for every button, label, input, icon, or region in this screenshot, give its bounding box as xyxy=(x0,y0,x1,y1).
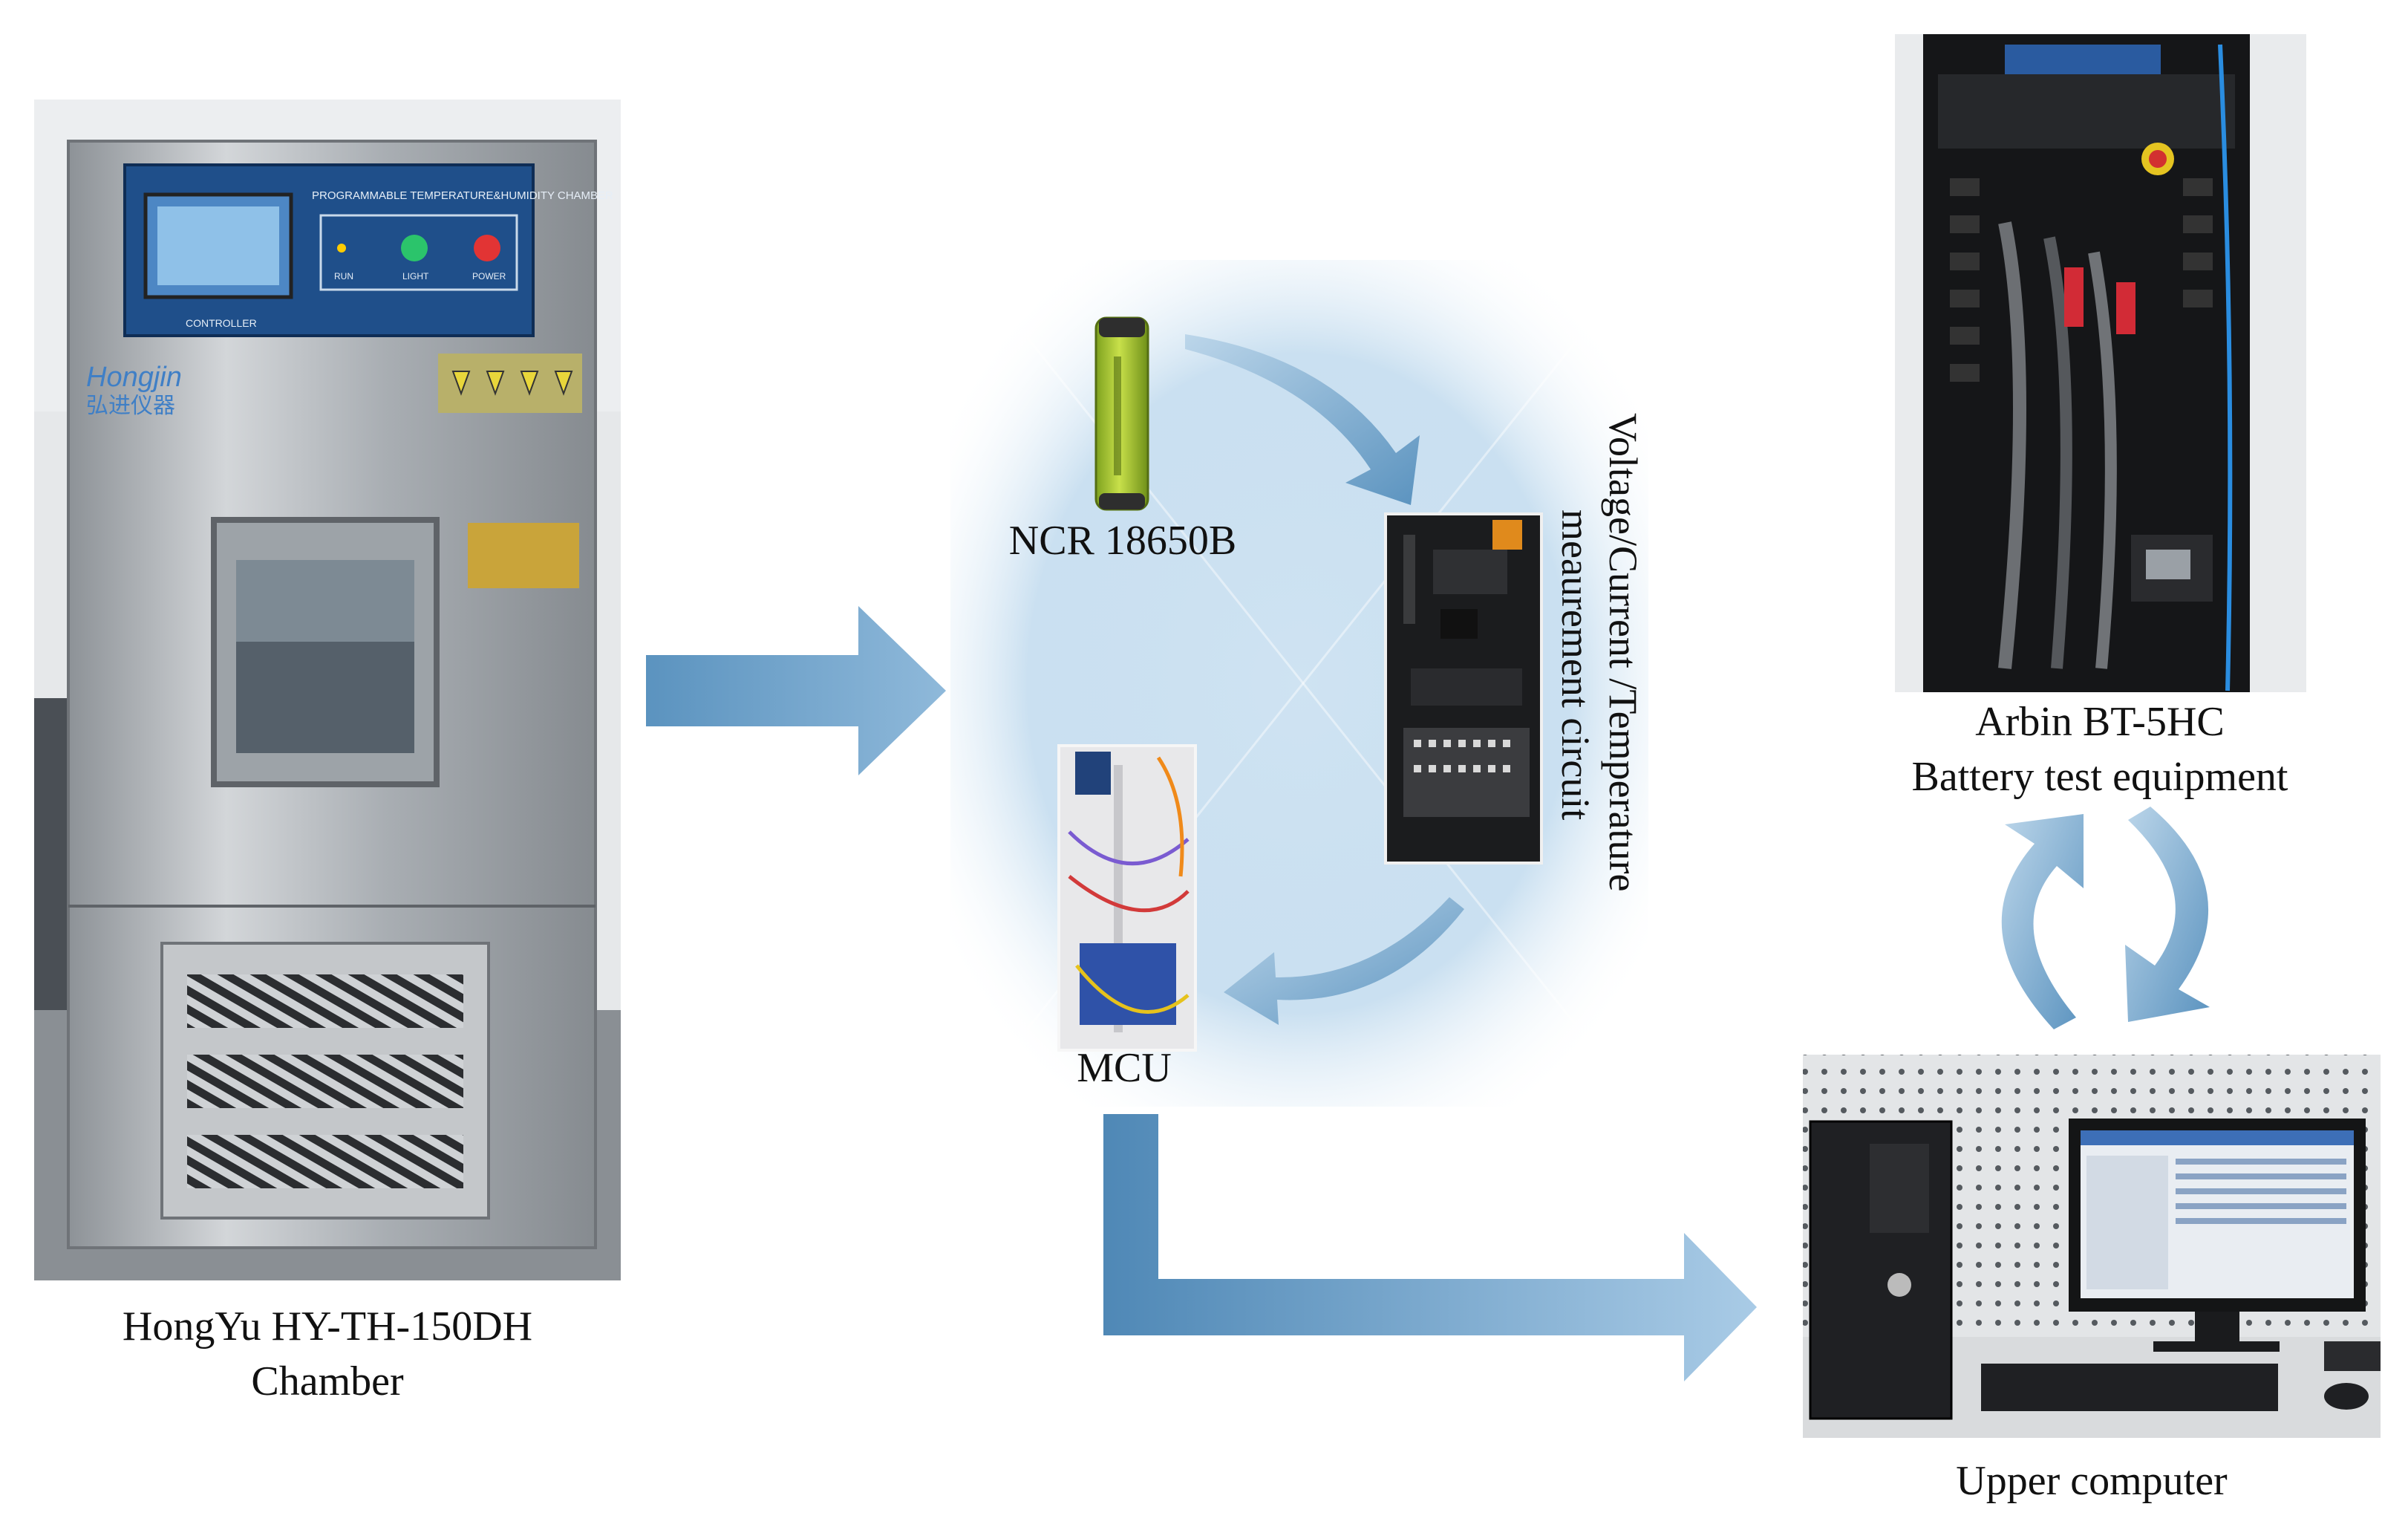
chamber-brand-logo: Hongjin xyxy=(86,362,182,393)
chamber-nameplate xyxy=(468,523,579,588)
run-indicator xyxy=(337,244,346,253)
arrow-battery-to-circuit xyxy=(1185,334,1420,505)
arrow-chamber-to-center xyxy=(646,606,946,775)
battery-18650 xyxy=(1094,316,1149,511)
chamber-panel-btn-run: RUN xyxy=(334,271,353,281)
chamber-panel-btn-light: LIGHT xyxy=(402,271,429,281)
chamber-photo: PROGRAMMABLE TEMPERATURE&HUMIDITY CHAMBE… xyxy=(34,100,621,1280)
battery-label: NCR 18650B xyxy=(1009,518,1237,564)
bidirectional-exchange-arrows xyxy=(2001,807,2210,1029)
arrow-tester-to-computer xyxy=(2125,807,2210,1022)
arrow-circuit-to-mcu xyxy=(1224,897,1464,1025)
circuit-label-line1: Voltage/Current /Temperature xyxy=(1601,413,1645,892)
upper-computer-photo xyxy=(1803,1055,2381,1438)
light-button xyxy=(401,235,428,261)
pc-mouse xyxy=(2324,1383,2369,1410)
mcu-board xyxy=(1057,744,1197,1052)
warning-stickers xyxy=(438,354,582,413)
pc-keyboard xyxy=(1981,1364,2278,1411)
arbin-tester-photo xyxy=(1895,34,2306,692)
computer-label: Upper computer xyxy=(1956,1458,2228,1504)
chamber-panel-caption: CONTROLLER xyxy=(186,317,257,329)
mcu-label: MCU xyxy=(1077,1045,1172,1091)
chamber-label-line1: HongYu HY-TH-150DH xyxy=(123,1303,532,1349)
tester-label-line2: Battery test equipment xyxy=(1912,754,2288,800)
chamber-brand-sub: 弘进仪器 xyxy=(86,393,175,419)
measurement-circuit-board xyxy=(1384,512,1543,865)
chamber-panel-title: PROGRAMMABLE TEMPERATURE&HUMIDITY CHAMBE… xyxy=(312,189,613,202)
arrow-mcu-to-computer xyxy=(1103,1114,1757,1381)
arrow-computer-to-tester xyxy=(2001,814,2084,1029)
circuit-label-line2: meaurement circuit xyxy=(1553,509,1598,820)
tester-label-line1: Arbin BT-5HC xyxy=(1975,699,2225,745)
chamber-panel-btn-power: POWER xyxy=(472,271,506,281)
chamber-label-line2: Chamber xyxy=(251,1358,404,1404)
power-button xyxy=(474,235,500,261)
